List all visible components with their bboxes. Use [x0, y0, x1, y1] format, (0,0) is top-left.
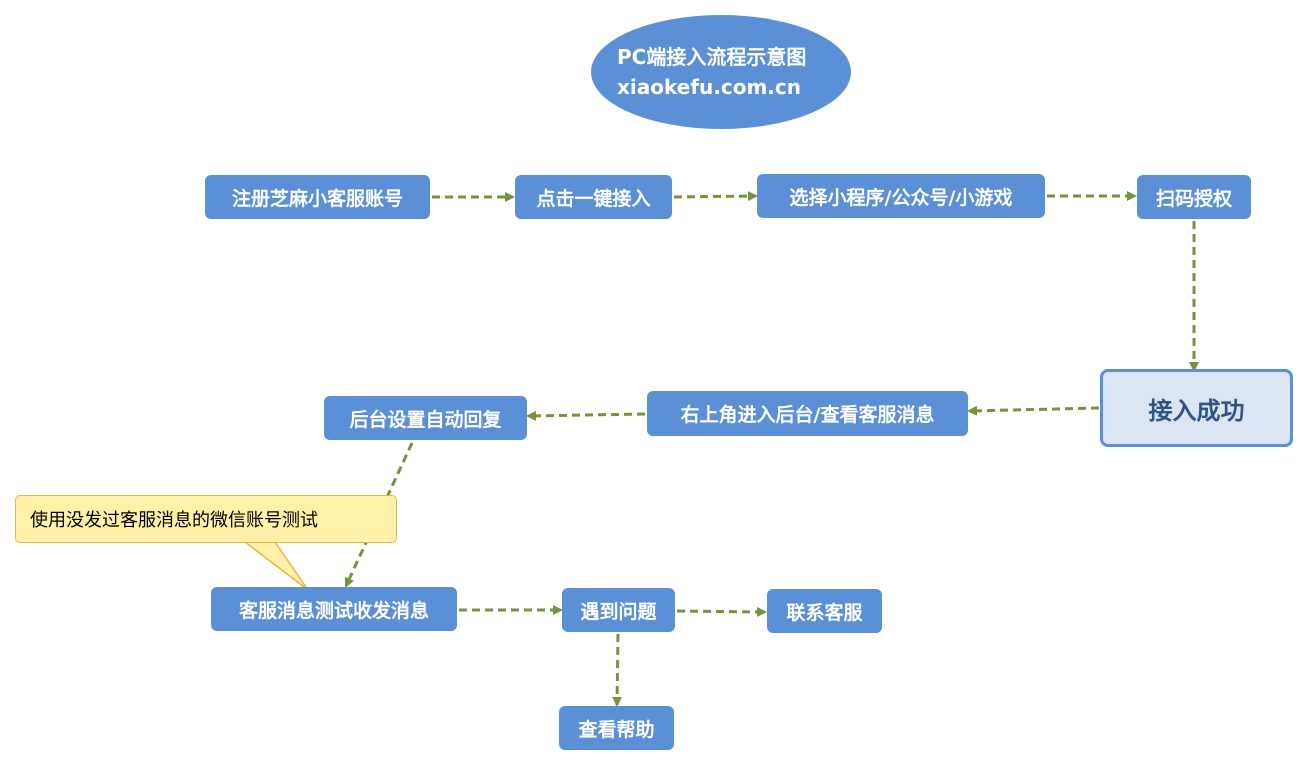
arrow-problem-to-contact: [676, 606, 767, 617]
callout-text: 使用没发过客服消息的微信账号测试: [30, 510, 318, 531]
title-line-2: xiaokefu.com.cn: [617, 75, 801, 99]
node-backend: 右上角进入后台/查看客服消息: [647, 391, 968, 436]
node-one-click: 点击一键接入: [515, 175, 672, 219]
arrow-one-click-to-select: [673, 191, 758, 202]
node-contact: 联系客服: [767, 589, 882, 633]
node-help: 查看帮助: [559, 706, 674, 750]
node-auto-reply: 后台设置自动回复: [324, 396, 527, 440]
node-scan-auth: 扫码授权: [1137, 175, 1251, 219]
node-register: 注册芝麻小客服账号: [205, 175, 430, 219]
node-problem: 遇到问题: [562, 588, 675, 632]
callout-pointer: [244, 541, 309, 591]
node-test-msg: 客服消息测试收发消息: [211, 587, 457, 631]
node-select-type: 选择小程序/公众号/小游戏: [757, 174, 1045, 218]
arrow-success-to-backend: [967, 405, 1100, 416]
title-line-1: PC端接入流程示意图: [617, 45, 807, 69]
diagram-title: PC端接入流程示意图 xiaokefu.com.cn: [591, 15, 851, 129]
test-tip-callout: 使用没发过客服消息的微信账号测试: [15, 495, 397, 543]
node-success: 接入成功: [1100, 369, 1293, 447]
arrow-problem-to-help: [612, 633, 623, 707]
arrow-backend-to-auto-reply: [526, 410, 646, 421]
